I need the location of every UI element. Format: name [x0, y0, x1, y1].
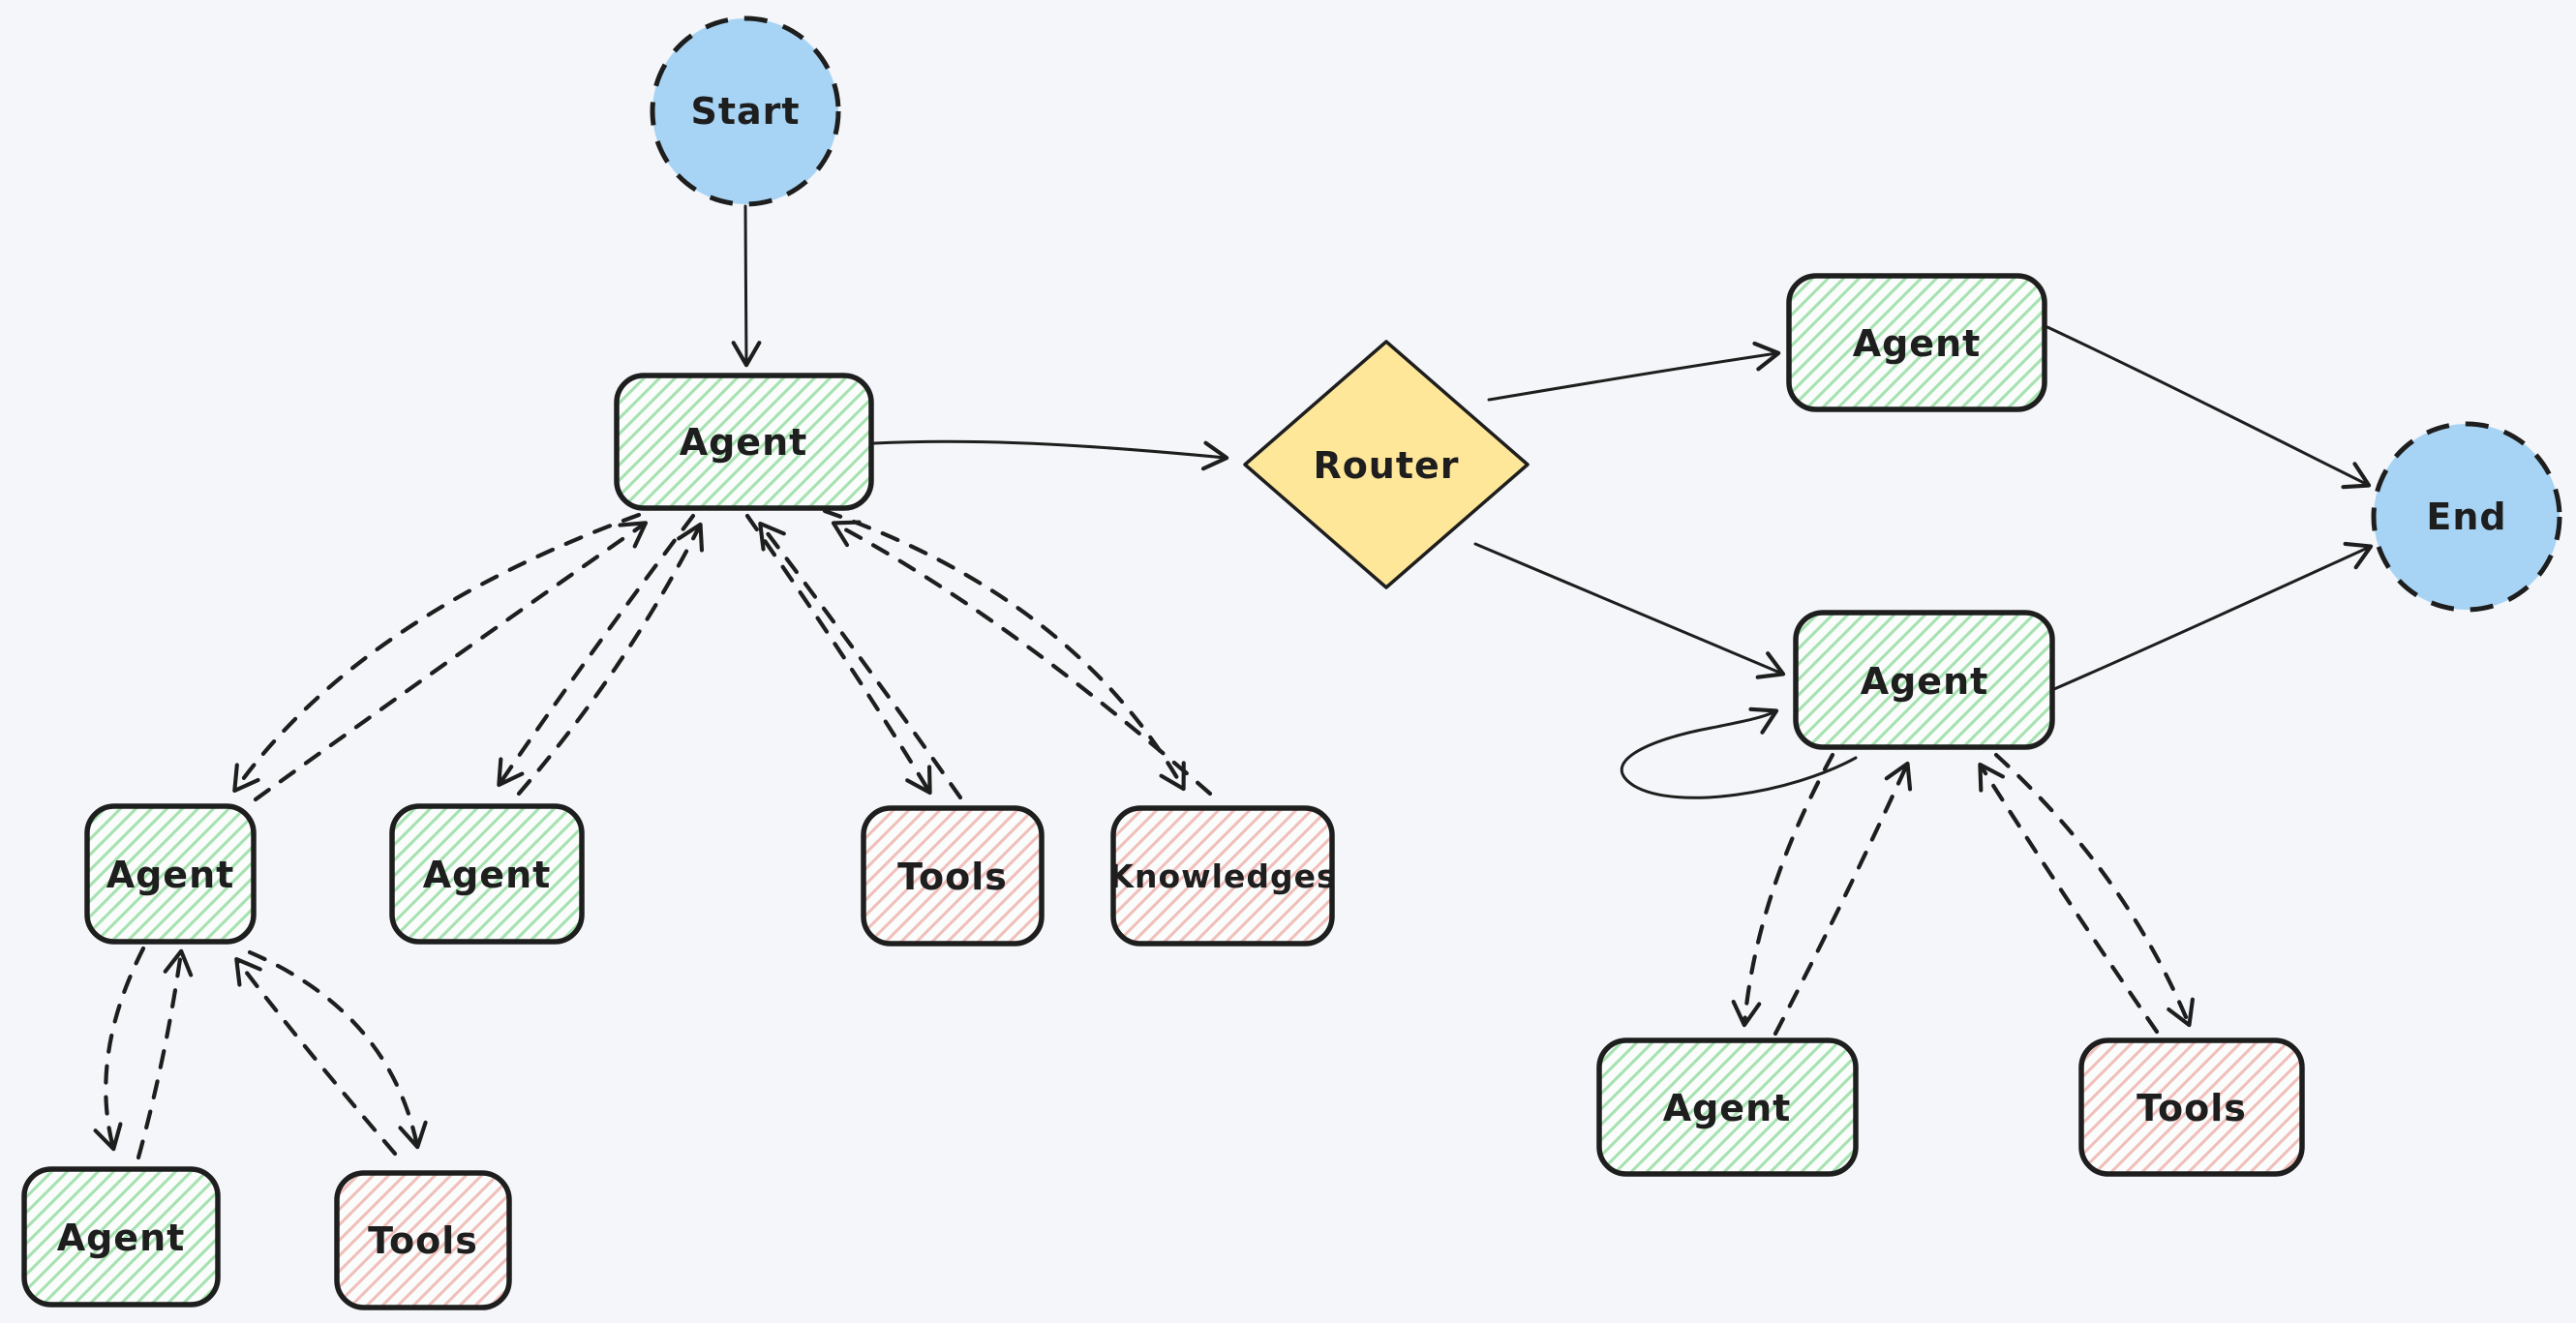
node-knowledges[interactable]: Knowledges [1108, 805, 1336, 947]
edge-agent-right-to-agent-bottom-right[interactable] [1731, 752, 1835, 1028]
node-tools-bottom-right-label: Tools [2137, 1087, 2247, 1129]
edge-router-to-agent-right[interactable] [1473, 542, 1786, 679]
node-agent-row-1[interactable]: Agent [84, 803, 257, 945]
node-end[interactable]: End [2371, 421, 2562, 613]
edge-agent-bottom-right-to-agent-right[interactable] [1773, 761, 1913, 1037]
node-router[interactable]: Router [1243, 340, 1530, 589]
edge-agent-main-to-agent-row-2[interactable] [497, 513, 696, 788]
edge-agent-right-to-end[interactable] [2052, 541, 2374, 691]
nodes-layer: Start Agent Router Agent End Agent [21, 15, 2562, 1310]
edge-agent-main-to-knowledges[interactable] [822, 508, 1186, 792]
edge-tools-bottom-left-to-agent-row-1[interactable] [234, 956, 398, 1157]
node-agent-row-1-label: Agent [106, 854, 235, 896]
edge-router-to-agent-top-right[interactable] [1487, 341, 1781, 402]
edge-agent-row-2-to-agent-main[interactable] [516, 522, 705, 797]
edge-agent-row-1-to-tools-bottom-left[interactable] [247, 949, 428, 1150]
node-knowledges-label: Knowledges [1108, 857, 1336, 895]
node-agent-right[interactable]: Agent [1793, 610, 2055, 750]
node-agent-row-2[interactable]: Agent [389, 803, 585, 945]
node-agent-bottom-right[interactable]: Agent [1596, 1037, 1859, 1177]
edges-layer [93, 204, 2374, 1160]
node-start[interactable]: Start [650, 15, 841, 207]
edge-agent-main-to-tools-row[interactable] [744, 513, 932, 796]
edge-agent-right-self-loop[interactable] [1620, 707, 1858, 799]
edge-start-to-agent-main[interactable] [731, 204, 762, 368]
edge-knowledges-to-agent-main[interactable] [831, 520, 1213, 797]
node-agent-right-label: Agent [1861, 660, 1989, 703]
node-tools-bottom-right[interactable]: Tools [2078, 1037, 2305, 1177]
node-tools-row-label: Tools [897, 856, 1008, 898]
edge-tools-bottom-right-to-agent-right[interactable] [1978, 762, 2160, 1035]
edge-agent-main-to-agent-row-1[interactable] [232, 512, 642, 794]
node-agent-top-right-label: Agent [1853, 322, 1982, 365]
edge-agent-row-1-to-agent-main[interactable] [253, 521, 649, 802]
node-tools-row[interactable]: Tools [861, 805, 1045, 947]
edge-agent-main-to-router[interactable] [872, 439, 1229, 471]
edge-agent-bottom-left-to-agent-row-1[interactable] [136, 948, 194, 1160]
node-agent-main[interactable]: Agent [614, 373, 874, 511]
edge-agent-right-to-tools-bottom-right[interactable] [1993, 752, 2195, 1028]
node-agent-bottom-right-label: Agent [1663, 1087, 1792, 1129]
node-agent-bottom-left[interactable]: Agent [21, 1166, 221, 1308]
node-end-label: End [2426, 496, 2506, 538]
node-agent-main-label: Agent [680, 421, 808, 464]
node-tools-bottom-left[interactable]: Tools [334, 1170, 512, 1310]
node-tools-bottom-left-label: Tools [368, 1219, 478, 1262]
edge-agent-row-1-to-agent-bottom-left[interactable] [93, 946, 146, 1152]
edge-agent-top-right-to-end[interactable] [2046, 325, 2372, 490]
node-agent-row-2-label: Agent [423, 854, 552, 896]
node-agent-top-right[interactable]: Agent [1786, 273, 2047, 412]
edge-tools-row-to-agent-main[interactable] [758, 521, 963, 800]
node-start-label: Start [690, 90, 800, 133]
node-router-label: Router [1313, 444, 1459, 487]
node-agent-bottom-left-label: Agent [57, 1217, 186, 1259]
